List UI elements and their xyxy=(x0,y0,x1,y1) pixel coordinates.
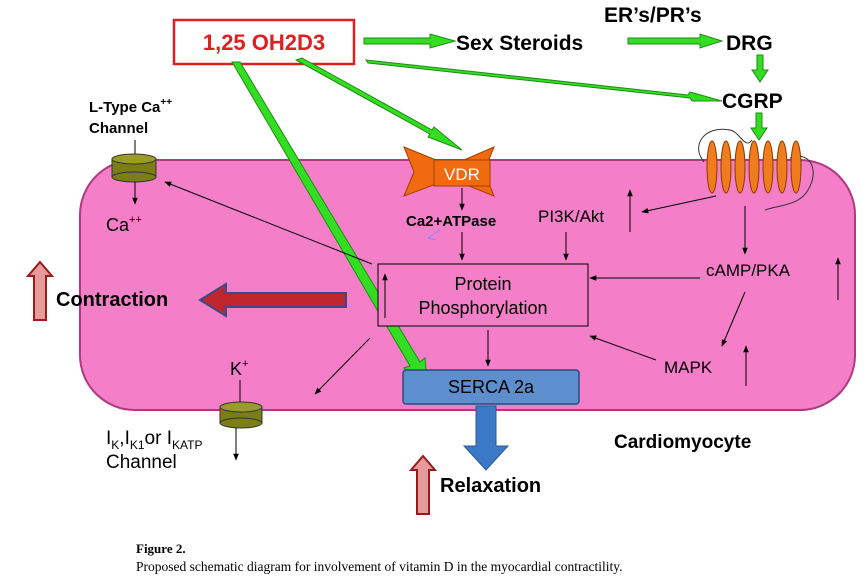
ca-atpase-label: Ca2+ATPase xyxy=(406,213,496,230)
l-type-channel xyxy=(111,153,157,183)
arrow-vitd-to-vdr xyxy=(294,57,463,151)
mapk-to-protein xyxy=(589,335,657,361)
serca-label: SERCA 2a xyxy=(448,377,535,397)
blue-squiggle xyxy=(427,229,441,241)
drg-label: DRG xyxy=(726,32,773,55)
arrow-vitd-to-sex-steroids xyxy=(363,33,457,49)
contraction-label: Contraction xyxy=(56,289,168,311)
contraction-up-arrow xyxy=(25,260,55,321)
contraction-arrow xyxy=(198,282,347,318)
protein-phosphorylation-box xyxy=(377,263,589,327)
arrow-sex-steroids-to-drg xyxy=(627,33,724,49)
protein-label-2: Phosphorylation xyxy=(418,298,547,318)
sex-steroids-label: Sex Steroids xyxy=(456,32,583,55)
pi3k-label: PI3K/Akt xyxy=(538,207,604,226)
ik-channel-label-2: Channel xyxy=(106,452,177,473)
cgrp-label: CGRP xyxy=(722,90,783,113)
arrow-cgrp-to-receptor xyxy=(750,112,768,141)
cardiomyocyte-label: Cardiomyocyte xyxy=(614,432,751,453)
vdr-box xyxy=(433,159,491,187)
er-pr-label: ER’s/PR’s xyxy=(604,4,702,27)
vitamin-d-label: 1,25 OH2D3 xyxy=(203,30,325,55)
mapk-label: MAPK xyxy=(664,358,713,377)
camp-label: cAMP/PKA xyxy=(706,261,791,280)
vitamin-d-box xyxy=(172,18,356,66)
arrow-drg-to-cgrp xyxy=(751,54,769,83)
protein-to-k xyxy=(314,337,371,395)
relaxation-up-arrow xyxy=(408,454,438,515)
arrow-vitd-to-cgrp xyxy=(364,59,723,102)
vdr-label: VDR xyxy=(444,165,480,184)
cgrp-receptor xyxy=(698,128,814,211)
l-type-channel-label-2: Channel xyxy=(89,120,148,137)
ca-label: Ca++ xyxy=(106,214,142,235)
receptor-to-pi3k xyxy=(641,195,717,214)
figure-caption-text: Proposed schematic diagram for involveme… xyxy=(136,559,623,574)
protein-to-ltype xyxy=(164,181,373,265)
camp-to-mapk xyxy=(721,291,746,347)
l-type-channel-label: L-Type Ca++ xyxy=(89,97,172,116)
relaxation-label: Relaxation xyxy=(440,475,541,497)
serca-box xyxy=(402,369,580,405)
relaxation-blue-arrow xyxy=(462,405,510,471)
k-label: K+ xyxy=(230,358,248,379)
ik-channel-label: IK,IK1or IKATP xyxy=(106,428,202,452)
figure-caption-title: Figure 2. xyxy=(136,541,186,556)
k-channel xyxy=(219,401,263,429)
protein-label-1: Protein xyxy=(454,274,511,294)
